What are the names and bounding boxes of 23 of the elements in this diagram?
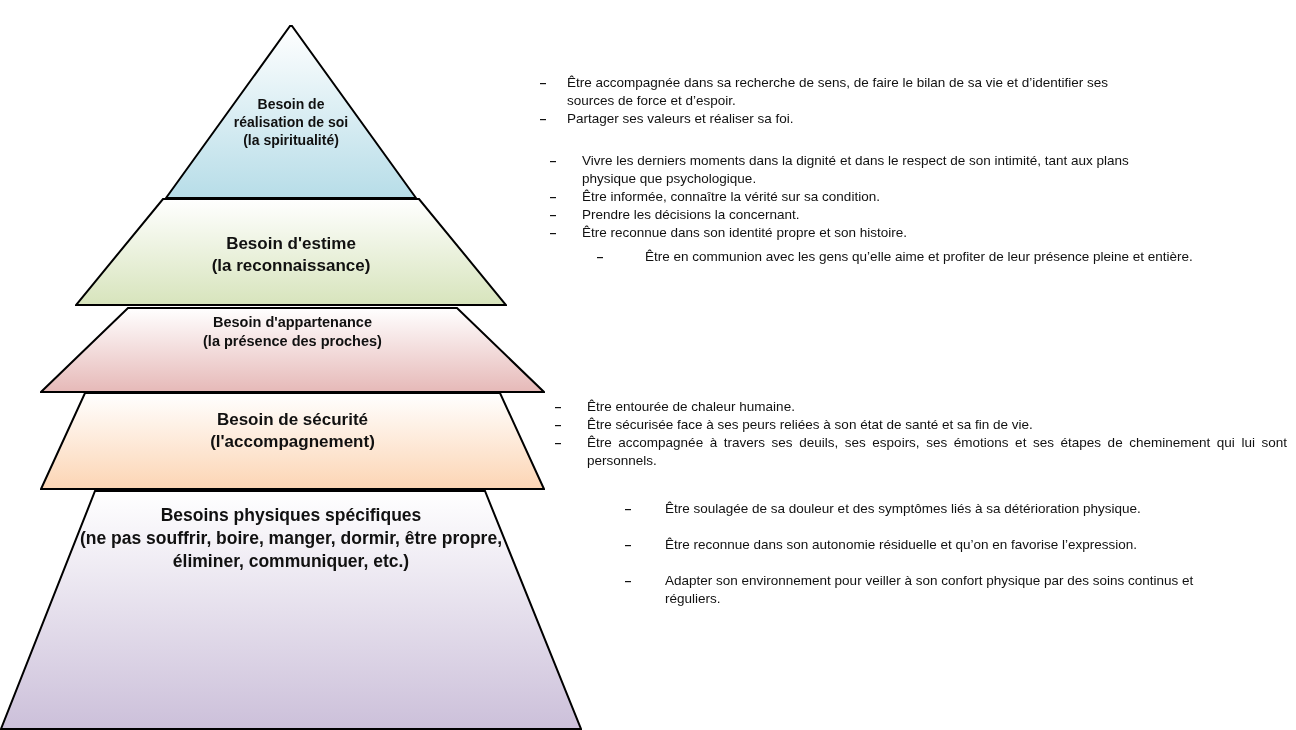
- tier-label: (la présence des proches): [202, 331, 383, 351]
- tier-label: (la spiritualité): [242, 131, 340, 150]
- bullet-text: Vivre les derniers moments dans la dignité et dans le respect de son intimité, tant aux plans physique que psychologique.: [582, 152, 1130, 188]
- bullet-text: Partager ses valeurs et réaliser sa foi.: [567, 110, 795, 128]
- bullet-text: Être accompagnée dans sa recherche de sens, de faire le bilan de sa vie et d’identifier ses sources de force et d’espoir.: [567, 74, 1110, 110]
- tier-label: Besoin de sécurité: [215, 409, 370, 431]
- bullet-text: Être sécurisée face à ses peurs reliées à son état de santé et sa fin de vie.: [587, 416, 1034, 434]
- tier-label: Besoins physiques spécifiques: [159, 504, 423, 527]
- bullet-text: Être soulagée de sa douleur et des symptômes liés à sa détérioration physique.: [665, 500, 1142, 518]
- bullet-text: Être reconnue dans son autonomie résiduelle et qu’on en favorise l’expression.: [665, 536, 1139, 554]
- bullet-text: Être accompagnée à travers ses deuils, ses espoirs, ses émotions et ses étapes de cheminement qui lui sont personnels.: [587, 434, 1287, 470]
- bullet-text: Être entourée de chaleur humaine.: [587, 398, 796, 416]
- bullet-text: Être informée, connaître la vérité sur sa condition.: [582, 188, 881, 206]
- tier-label: Besoin d'estime: [225, 233, 357, 255]
- bullet-text: Être en communion avec les gens qu’elle aime et profiter de leur présence pleine et entière.: [645, 248, 1194, 266]
- tier-label: (l'accompagnement): [209, 431, 376, 454]
- bullet-text: Prendre les décisions la concernant.: [582, 206, 801, 224]
- bullet-text: Être reconnue dans son identité propre et son histoire.: [582, 224, 908, 242]
- tier-label: Besoin d'appartenance: [212, 313, 373, 332]
- tier-label: (la reconnaissance): [210, 255, 372, 278]
- tier-label: Besoin de réalisation de soi: [232, 95, 350, 132]
- bullet-text: Adapter son environnement pour veiller à son confort physique par des soins continus et réguliers.: [665, 572, 1195, 608]
- tier-label: (ne pas souffrir, boire, manger, dormir, être propre, éliminer, communiquer, etc.): [78, 526, 504, 573]
